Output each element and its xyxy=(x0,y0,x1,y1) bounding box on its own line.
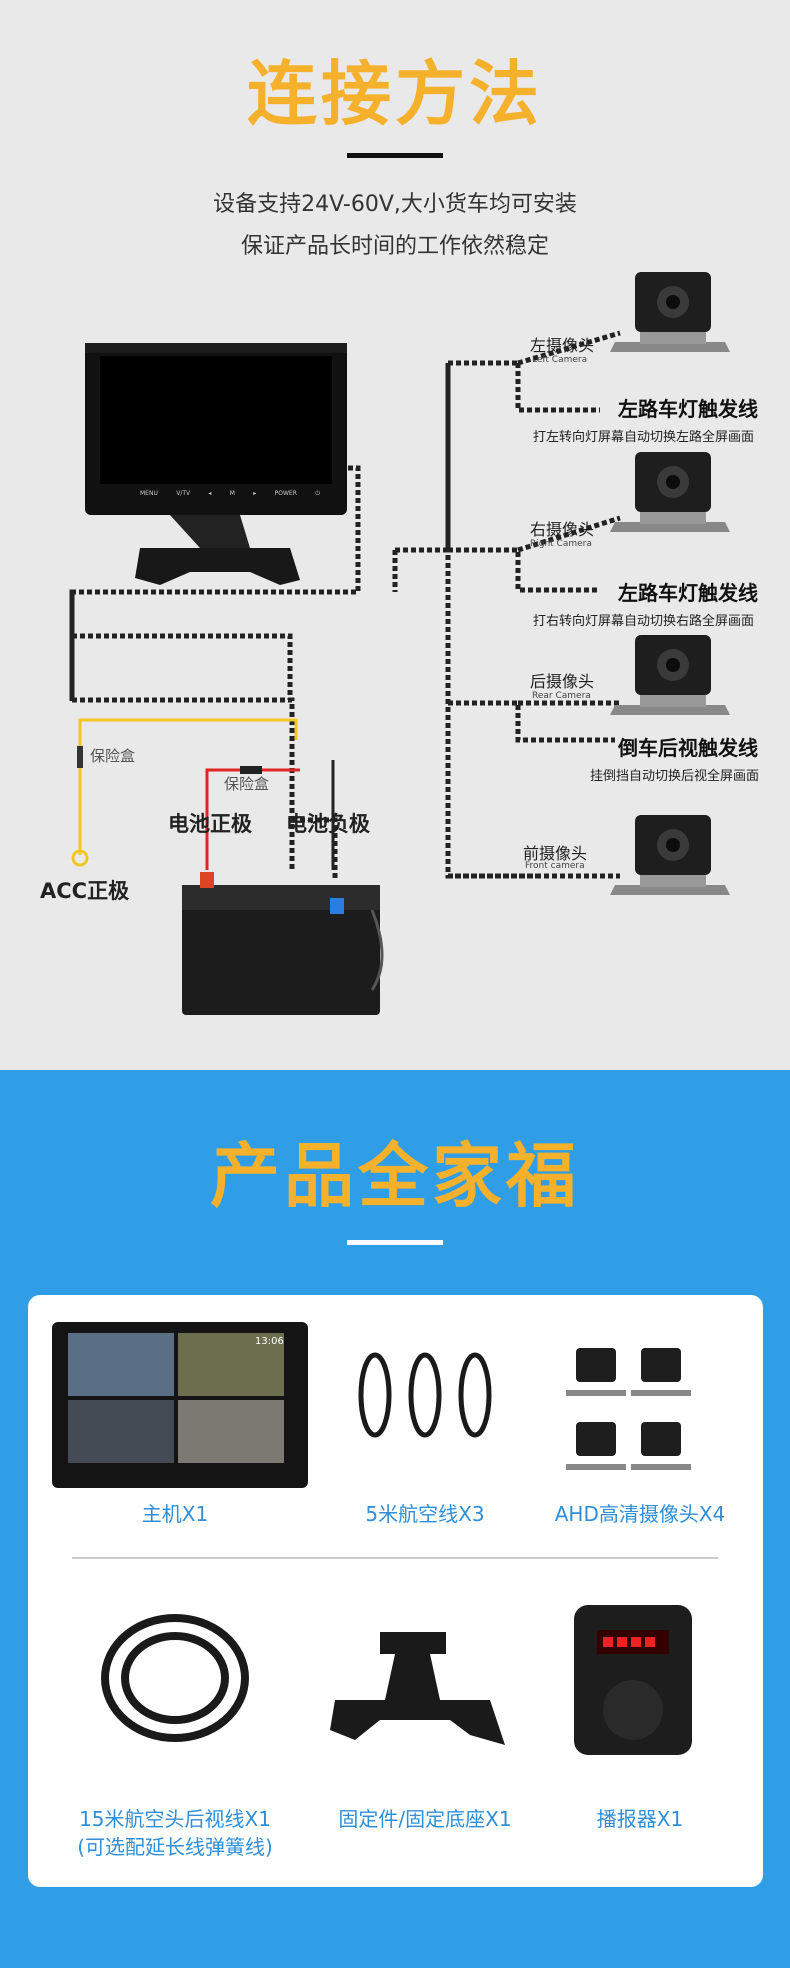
caption-cameras: AHD高清摄像头X4 xyxy=(554,1502,726,1526)
wiring-diagram xyxy=(69,272,730,1015)
caption-cable: 5米航空线X3 xyxy=(365,1502,485,1526)
caption-main-unit: 主机X1 xyxy=(141,1502,209,1526)
front-camera-en: Front camera xyxy=(525,861,585,871)
battery-positive-label: 电池正极 xyxy=(168,812,252,836)
rear-camera-label: 后摄像头 xyxy=(530,672,595,691)
camera-images xyxy=(610,272,730,895)
rear-trigger-desc: 挂倒挡自动切换后视全屏画面 xyxy=(590,769,760,784)
monitor-image xyxy=(85,343,347,585)
acc-positive-label: ACC正极 xyxy=(40,879,130,903)
caption-speaker: 播报器X1 xyxy=(596,1807,684,1831)
title-divider xyxy=(347,153,443,158)
right-trigger-label: 左路车灯触发线 xyxy=(618,581,758,605)
fuse-box-label-1: 保险盒 xyxy=(90,747,136,765)
right-camera-label: 右摄像头 xyxy=(530,520,595,539)
acc-wire xyxy=(78,718,298,855)
left-camera-label: 左摄像头 xyxy=(530,336,595,355)
right-trigger-desc: 打右转向灯屏幕自动切换右路全屏画面 xyxy=(533,614,755,629)
monitor-buttons: MENU V/TV ◂ M ▸ POWER ⏻ xyxy=(140,490,320,498)
front-camera-label: 前摄像头 xyxy=(523,844,588,863)
fuse-box-label-2: 保险盒 xyxy=(224,775,270,793)
positive-wire xyxy=(205,768,300,870)
monitor-btn-vtv: V/TV xyxy=(176,490,191,497)
left-camera-en: Left Camera xyxy=(532,355,588,365)
battery-negative-label: 电池负极 xyxy=(286,812,370,836)
monitor-btn-m: M xyxy=(229,490,235,497)
connection-title: 连接方法 xyxy=(247,53,543,135)
caption-coil-cable-note: (可选配延长线弹簧线) xyxy=(77,1835,273,1859)
caption-mount: 固定件/固定底座X1 xyxy=(338,1807,512,1831)
product-title-divider xyxy=(347,1240,443,1245)
product-family-title: 产品全家福 xyxy=(210,1135,580,1217)
caption-coil-cable: 15米航空头后视线X1 xyxy=(79,1807,271,1831)
battery-image xyxy=(182,872,384,1015)
subtitle-line2: 保证产品长时间的工作依然稳定 xyxy=(240,234,549,259)
monitor-btn-menu: MENU xyxy=(140,490,158,497)
monitor-btn-power: POWER xyxy=(274,490,297,497)
monitor-btn-right: ▸ xyxy=(253,490,257,497)
right-camera-en: Right Camera xyxy=(530,539,592,549)
left-trigger-desc: 打左转向灯屏幕自动切换左路全屏画面 xyxy=(533,430,755,445)
monitor-btn-power-icon: ⏻ xyxy=(315,490,320,497)
rear-trigger-label: 倒车后视触发线 xyxy=(618,736,758,760)
monitor-btn-left: ◂ xyxy=(208,490,212,497)
left-trigger-label: 左路车灯触发线 xyxy=(618,397,758,421)
subtitle-line1: 设备支持24V-60V,大小货车均可安装 xyxy=(213,192,577,217)
product-card xyxy=(28,1295,763,1887)
screen-time: 13:06 xyxy=(255,1336,284,1347)
rear-camera-en: Rear Camera xyxy=(532,691,591,701)
